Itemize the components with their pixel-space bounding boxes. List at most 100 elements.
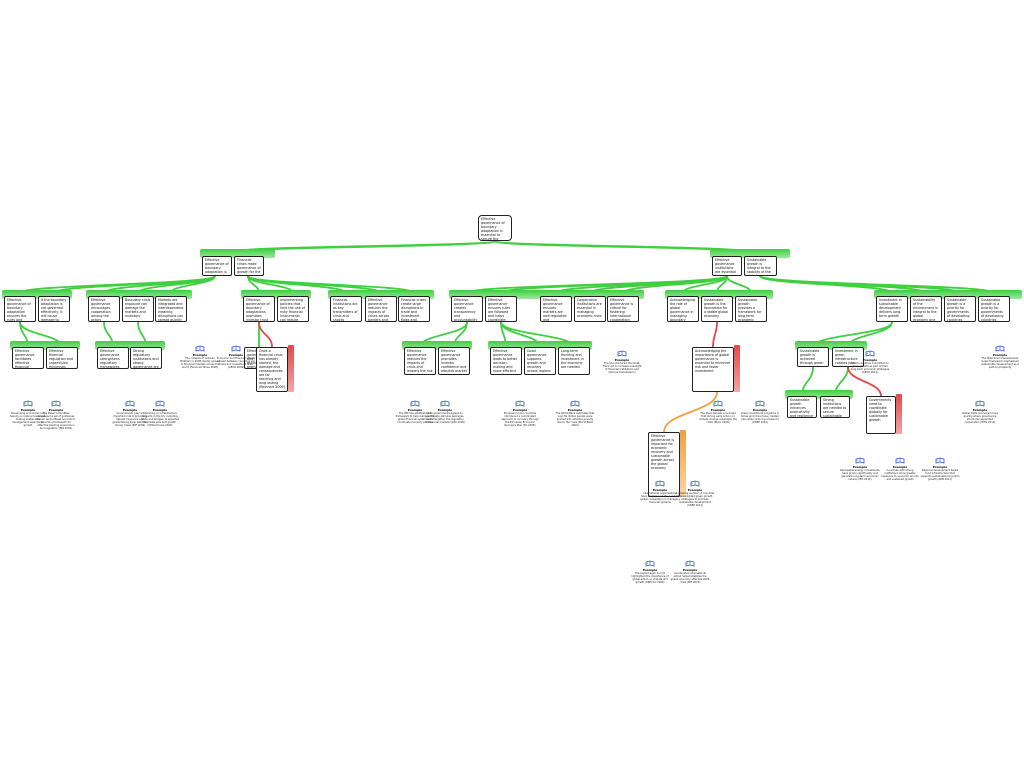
connector	[759, 275, 893, 294]
claim-level2-5[interactable]: Effective governance of boundary adaptat…	[243, 296, 275, 322]
claim-level3-9[interactable]: Good governance supports growth and reco…	[524, 347, 556, 375]
claim-level2-10[interactable]: Effective governance creates transparenc…	[451, 296, 483, 322]
claim-level2-15[interactable]: Acknowledging the role of global governa…	[667, 296, 699, 322]
claim-level1-b[interactable]: Financial crises make governance of grow…	[234, 256, 264, 276]
claim-level3-16[interactable]: Strong institutions are needed to secure…	[820, 396, 850, 418]
claim-level2-8[interactable]: Effective governance reduces the impacts…	[365, 296, 397, 322]
evidence-book-icon	[685, 560, 695, 567]
claim-text: Effective governance is important for ec…	[651, 434, 675, 470]
claim-level2-4[interactable]: Markets are integrated and interdependen…	[155, 296, 187, 322]
evidence-book-icon	[51, 400, 61, 407]
evidence-text: Governments play an important role in pr…	[112, 412, 148, 428]
root-claim[interactable]: Effective governance of boundary adaptat…	[478, 215, 512, 241]
claim-level3-6[interactable]: Effective governance reduces the impacts…	[404, 347, 436, 375]
claim-level3-2[interactable]: Effective governance strengthens regulat…	[97, 347, 129, 369]
claim-level3-11[interactable]: Acknowledging the importance of global g…	[692, 347, 734, 392]
claim-level2-17[interactable]: Sustainable growth provides a framework …	[735, 296, 767, 322]
claim-text: Effective governance strengthens regulat…	[100, 349, 120, 369]
connector	[19, 321, 63, 348]
claim-text: Sustainable growth is the foundation for…	[704, 298, 729, 318]
evidence-kind: Example	[852, 465, 868, 469]
claim-text: Financial crises create large disruption…	[401, 298, 427, 322]
claim-level3-5[interactable]: Once a financial crisis has already star…	[256, 347, 288, 392]
claim-level3-7[interactable]: Effective governance promotes investor c…	[438, 347, 470, 375]
claim-level3-10[interactable]: Long-term thinking and investment in the…	[558, 347, 590, 375]
evidence-text: The collapse of Lehman Brothers in 2008 …	[180, 357, 220, 370]
claim-level2-21[interactable]: Sustainable growth is a priority for gov…	[978, 296, 1010, 322]
claim-level2-6[interactable]: Implementing policies that limit the use…	[277, 296, 309, 322]
claim-level2-7[interactable]: Financial institutions act as key transm…	[330, 296, 362, 322]
claim-level2-9[interactable]: Financial crises create large disruption…	[398, 296, 430, 322]
claim-text: Sustainable growth is achieved through g…	[800, 349, 824, 367]
claim-level2-2[interactable]: Effective governance encourages cooperat…	[88, 296, 120, 322]
claim-level3-8[interactable]: Effective governance leads to better dec…	[490, 347, 522, 375]
evidence-kind: Example	[567, 408, 583, 412]
claim-level1-c[interactable]: Effective governance institutions are es…	[712, 256, 742, 276]
evidence-book-icon	[975, 400, 985, 407]
evidence-book-icon	[231, 345, 241, 352]
evidence-book-icon	[645, 560, 655, 567]
claim-text: Effective governance ensures rules are f…	[488, 298, 511, 322]
claim-level2-0[interactable]: Effective governance of boundary adaptat…	[4, 296, 36, 322]
claim-level2-12[interactable]: Effective governance ensures markets are…	[540, 296, 572, 322]
evidence-kind: Example	[192, 353, 208, 357]
connector	[834, 366, 849, 397]
claim-level2-11[interactable]: Effective governance ensures rules are f…	[485, 296, 517, 322]
claim-text: Effective governance facilitates effecti…	[15, 349, 35, 369]
connector	[247, 275, 415, 294]
evidence-kind: Example	[862, 358, 878, 362]
claim-level2-18[interactable]: Investment in sustainable development de…	[876, 296, 908, 322]
claim-level3-14[interactable]: Investment in green infrastructure creat…	[832, 347, 864, 367]
claim-level3-0[interactable]: Effective governance facilitates effecti…	[12, 347, 44, 369]
claim-level2-20[interactable]: Sustainable growth is a priority for gov…	[944, 296, 976, 322]
connector	[19, 275, 216, 294]
claim-level3-17[interactable]: Governments need to coordinate globally …	[866, 396, 896, 434]
connector	[812, 321, 893, 348]
claim-level2-1[interactable]: If the boundary adaptation is not govern…	[38, 296, 70, 322]
connector	[103, 321, 114, 348]
claim-level3-3[interactable]: Strong regulatory institutions and stron…	[130, 347, 162, 369]
claim-level1-a[interactable]: Effective governance of boundary adaptat…	[202, 256, 232, 276]
claim-level2-16[interactable]: Sustainable growth is the foundation for…	[701, 296, 733, 322]
claim-text: Implementing policies that limit the use…	[280, 298, 305, 322]
claim-level3-13[interactable]: Sustainable growth is achieved through g…	[797, 347, 829, 367]
claim-level1-d[interactable]: Sustainable growth is integral to the st…	[744, 256, 777, 276]
claim-text: Sustainable growth is a priority for gov…	[947, 298, 970, 322]
claim-level2-19[interactable]: Sustainability of the environment is int…	[910, 296, 942, 322]
claim-text: Cooperative institutions are essential i…	[577, 298, 602, 318]
connector	[247, 275, 260, 294]
evidence-text: The IMF has established a framework to h…	[395, 412, 435, 425]
evidence-text: Green investment programs in Korea and C…	[740, 412, 780, 425]
claim-level2-3[interactable]: Boundary crisis exposure can damage the …	[122, 296, 154, 322]
evidence-text: OECD countries committed to green growth…	[850, 362, 890, 375]
claim-level2-14[interactable]: Effective governance is critical for fos…	[607, 296, 639, 322]
connector	[137, 275, 216, 294]
claim-level3-15[interactable]: Sustainable growth enhances productivity…	[787, 396, 817, 418]
claim-text: Sustainability of the environment is int…	[913, 298, 938, 322]
claim-level2-13[interactable]: Cooperative institutions are essential i…	[574, 296, 606, 322]
claim-level3-1[interactable]: Effective financial regulation and super…	[46, 347, 78, 369]
